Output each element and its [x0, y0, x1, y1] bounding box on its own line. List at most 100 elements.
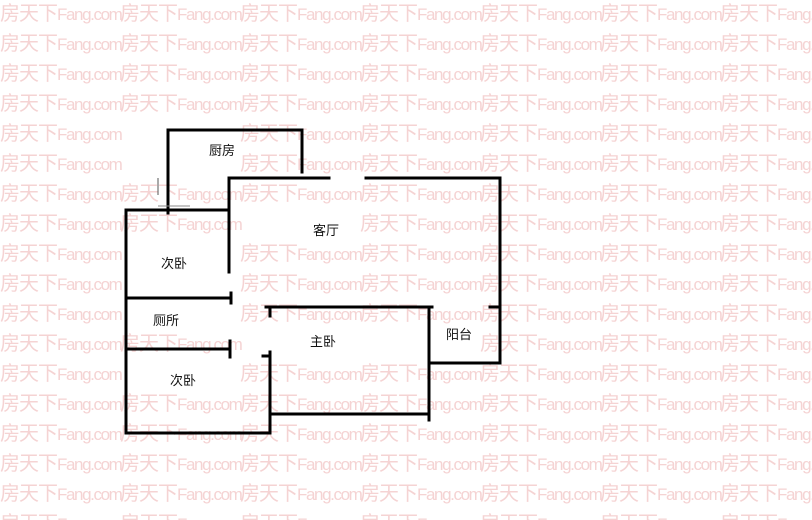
watermark-text: 房天下Fang.com: [720, 151, 812, 175]
watermark-text: 房天下Fang.com: [240, 121, 363, 145]
watermark-text: 房天下Fang.com: [600, 211, 723, 235]
watermark-text: 房天下Fang.com: [0, 331, 123, 355]
watermark-text: 房天下Fang.com: [600, 391, 723, 415]
watermark-text: 房天下Fang.com: [480, 181, 603, 205]
watermark-text: 房天下Fang.com: [360, 91, 483, 115]
watermark-text: 房天下Fang.com: [600, 121, 723, 145]
watermark-text: 房天下Fang.com: [0, 151, 123, 175]
room-label-toilet: 厕所: [150, 314, 182, 330]
watermark-text: 房天下Fang.com: [720, 61, 812, 85]
watermark-text: 房天下Fang.com: [720, 361, 812, 385]
watermark-text: 房天下Fang.com: [480, 271, 603, 295]
watermark-text: 房天下Fang.com: [600, 361, 723, 385]
watermark-text: 房天下Fang.com: [480, 211, 603, 235]
watermark-text: 房天下Fang.com: [360, 211, 483, 235]
watermark-text: 房天下Fang.com: [480, 241, 603, 265]
watermark-text: 房天下Fang.com: [0, 181, 123, 205]
watermark-text: 房天下Fang.com: [120, 211, 243, 235]
watermark-text: 房天下Fang.com: [720, 391, 812, 415]
watermark-text: 房天下Fang.com: [240, 91, 363, 115]
watermark-text: 房天下Fang.com: [240, 241, 363, 265]
watermark-text: 房天下Fang.com: [240, 451, 363, 475]
watermark-text: 房天下Fang.com: [360, 181, 483, 205]
watermark-text: 房天下Fang.com: [600, 481, 723, 505]
watermark-text: 房天下Fang.com: [360, 1, 483, 25]
watermark-text: 房天下Fang.com: [480, 331, 603, 355]
watermark-text: 房天下Fang.com: [0, 511, 123, 520]
watermark-text: 房天下Fang.com: [480, 451, 603, 475]
watermark-text: 房天下Fang.com: [600, 91, 723, 115]
watermark-text: 房天下Fang.com: [480, 61, 603, 85]
watermark-text: 房天下Fang.com: [720, 301, 812, 325]
watermark-text: 房天下Fang.com: [360, 121, 483, 145]
watermark-text: 房天下Fang.com: [600, 451, 723, 475]
watermark-text: 房天下Fang.com: [0, 361, 123, 385]
watermark-text: 房天下Fang.com: [480, 481, 603, 505]
watermark-text: 房天下Fang.com: [0, 271, 123, 295]
watermark-text: 房天下Fang.com: [600, 421, 723, 445]
watermark-text: 房天下Fang.com: [360, 481, 483, 505]
watermark-text: 房天下Fang.com: [240, 481, 363, 505]
watermark-text: 房天下Fang.com: [240, 151, 363, 175]
watermark-text: 房天下Fang.com: [0, 451, 123, 475]
watermark-text: 房天下Fang.com: [360, 31, 483, 55]
watermark-text: 房天下Fang.com: [720, 211, 812, 235]
watermark-text: 房天下Fang.com: [720, 271, 812, 295]
watermark-text: 房天下Fang.com: [120, 31, 243, 55]
room-label-living-room: 客厅: [310, 224, 342, 240]
watermark-text: 房天下Fang.com: [600, 511, 723, 520]
watermark-text: 房天下Fang.com: [120, 391, 243, 415]
watermark-text: 房天下Fang.com: [240, 61, 363, 85]
watermark-text: 房天下Fang.com: [0, 61, 123, 85]
watermark-text: 房天下Fang.com: [480, 1, 603, 25]
watermark-text: 房天下Fang.com: [600, 1, 723, 25]
watermark-text: 房天下Fang.com: [0, 301, 123, 325]
watermark-text: 房天下Fang.com: [120, 451, 243, 475]
watermark-text: 房天下Fang.com: [720, 241, 812, 265]
watermark-text: 房天下Fang.com: [240, 511, 363, 520]
watermark-text: 房天下Fang.com: [600, 151, 723, 175]
watermark-text: 房天下Fang.com: [240, 181, 363, 205]
watermark-text: 房天下Fang.com: [0, 391, 123, 415]
watermark-text: 房天下Fang.com: [720, 1, 812, 25]
watermark-text: 房天下Fang.com: [600, 271, 723, 295]
watermark-text: 房天下Fang.com: [120, 61, 243, 85]
room-label-kitchen: 厨房: [206, 144, 238, 160]
watermark-text: 房天下Fang.com: [360, 151, 483, 175]
room-label-second-bedroom-bottom: 次卧: [167, 374, 199, 390]
watermark-text: 房天下Fang.com: [360, 451, 483, 475]
watermark-text: 房天下Fang.com: [360, 241, 483, 265]
watermark-text: 房天下Fang.com: [360, 391, 483, 415]
watermark-text: 房天下Fang.com: [240, 301, 363, 325]
watermark-text: 房天下Fang.com: [0, 91, 123, 115]
room-label-master-bedroom: 主卧: [307, 335, 339, 351]
watermark-text: 房天下Fang.com: [480, 151, 603, 175]
watermark-text: 房天下Fang.com: [0, 1, 123, 25]
watermark-text: 房天下Fang.com: [240, 31, 363, 55]
room-label-balcony: 阳台: [443, 328, 475, 344]
watermark-text: 房天下Fang.com: [600, 241, 723, 265]
watermark-text: 房天下Fang.com: [480, 301, 603, 325]
watermark-text: 房天下Fang.com: [720, 331, 812, 355]
watermark-text: 房天下Fang.com: [720, 121, 812, 145]
watermark-text: 房天下Fang.com: [480, 391, 603, 415]
watermark-text: 房天下Fang.com: [600, 31, 723, 55]
watermark-text: 房天下Fang.com: [480, 121, 603, 145]
watermark-text: 房天下Fang.com: [720, 481, 812, 505]
watermark-text: 房天下Fang.com: [720, 511, 812, 520]
watermark-text: 房天下Fang.com: [480, 91, 603, 115]
watermark-text: 房天下Fang.com: [0, 421, 123, 445]
watermark-text: 房天下Fang.com: [0, 211, 123, 235]
watermark-text: 房天下Fang.com: [600, 61, 723, 85]
room-label-second-bedroom-top: 次卧: [158, 257, 190, 273]
watermark-text: 房天下Fang.com: [720, 91, 812, 115]
watermark-text: 房天下Fang.com: [480, 361, 603, 385]
watermark-text: 房天下Fang.com: [360, 421, 483, 445]
watermark-text: 房天下Fang.com: [720, 181, 812, 205]
watermark-text: 房天下Fang.com: [480, 31, 603, 55]
watermark-text: 房天下Fang.com: [0, 121, 123, 145]
watermark-text: 房天下Fang.com: [240, 271, 363, 295]
watermark-text: 房天下Fang.com: [120, 481, 243, 505]
